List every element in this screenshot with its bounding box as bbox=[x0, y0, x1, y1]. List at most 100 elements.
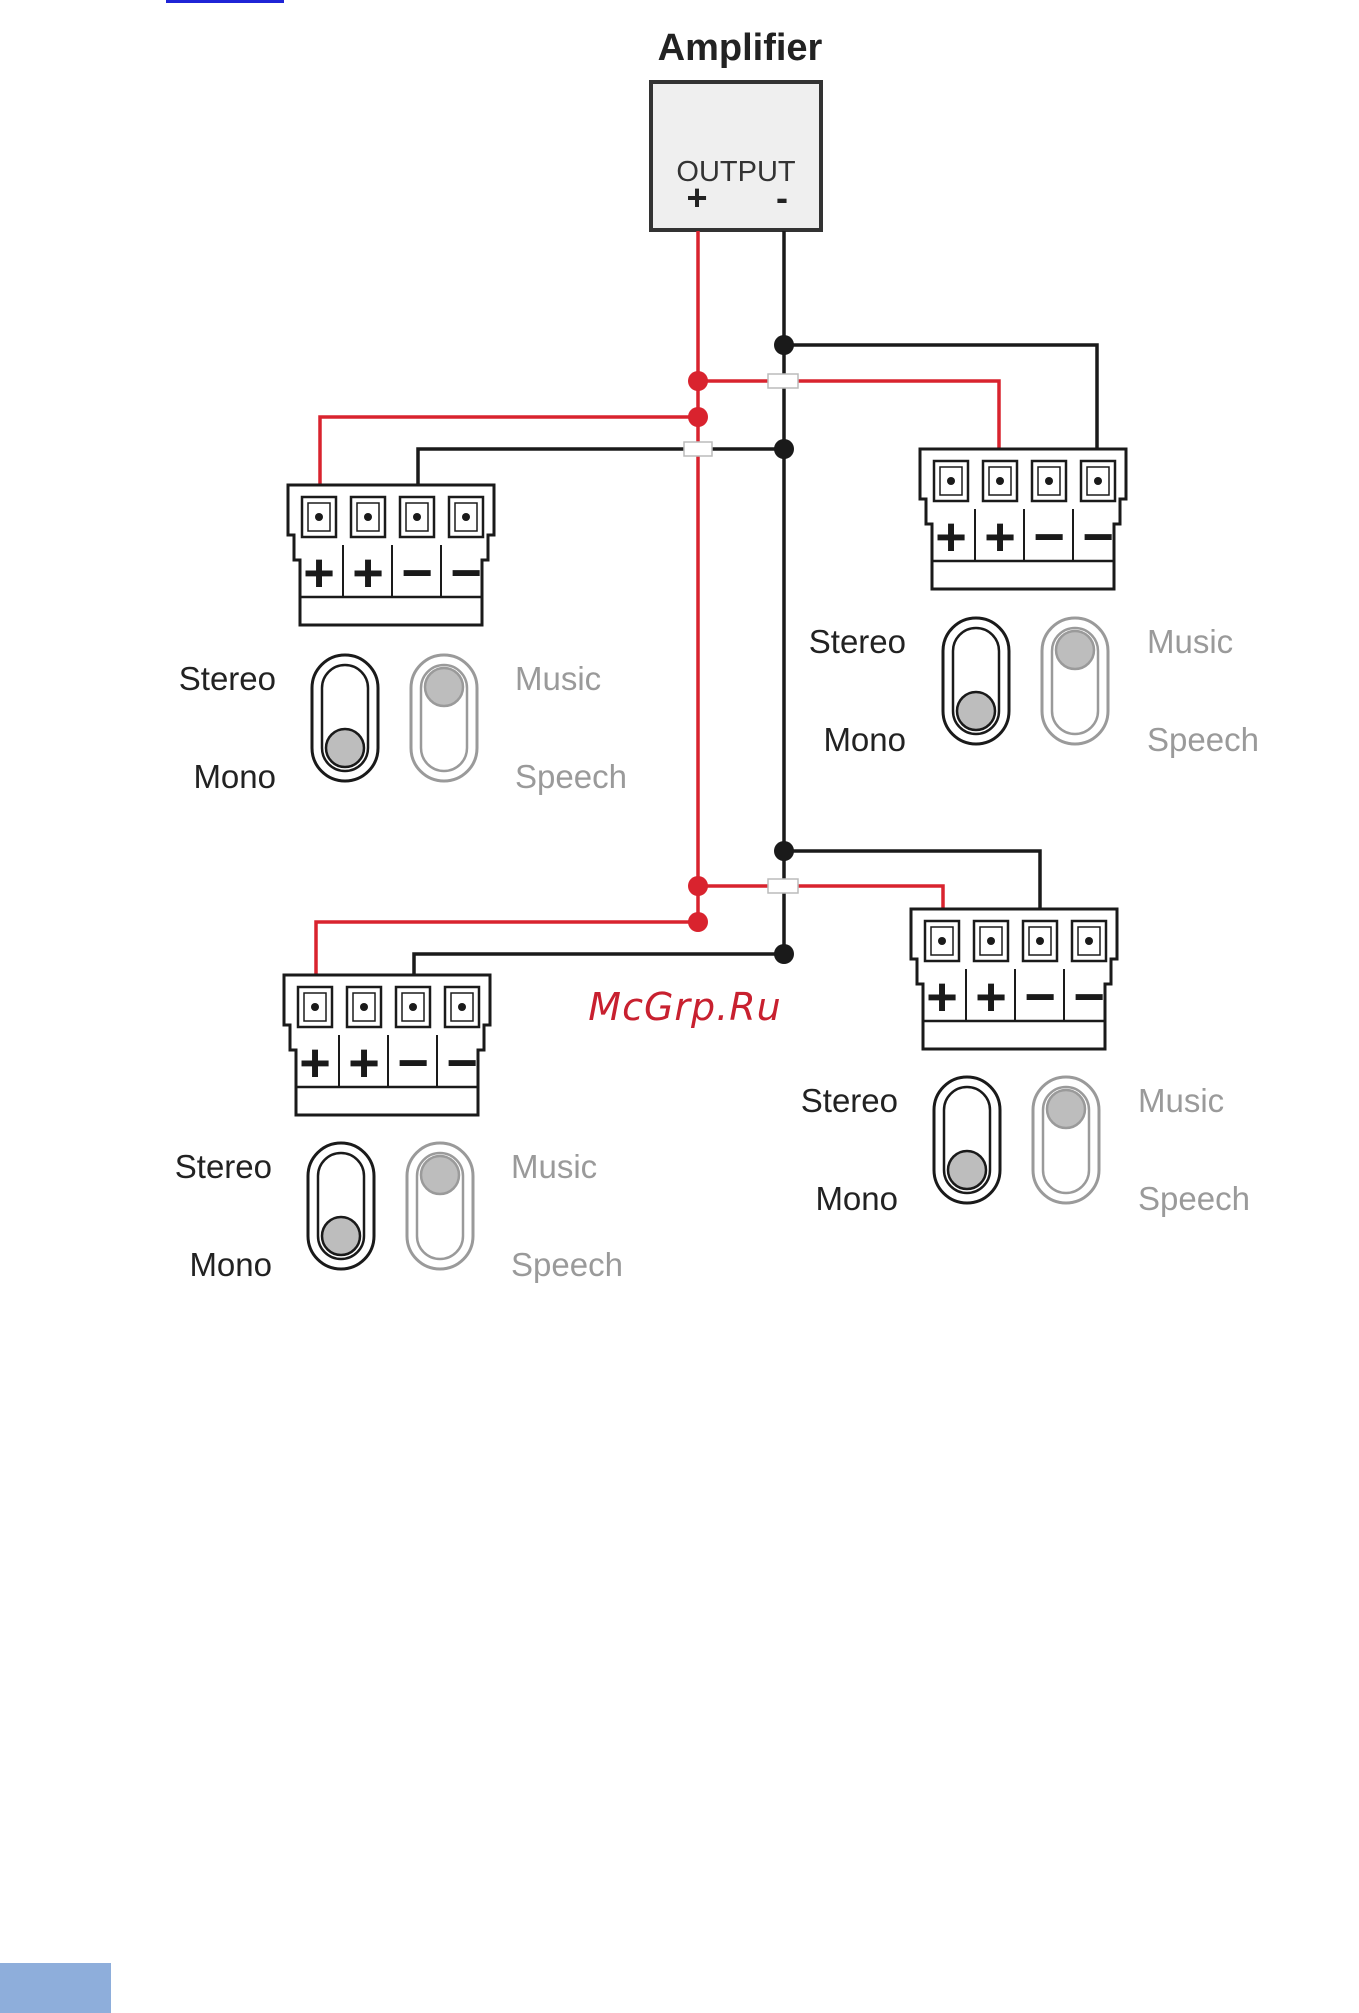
amplifier: Amplifier OUTPUT + - bbox=[651, 27, 823, 230]
terminal-polarity-label: + bbox=[299, 1033, 331, 1093]
terminal-polarity-label: + bbox=[352, 543, 384, 603]
music-speech-switch[interactable] bbox=[1033, 1077, 1099, 1203]
terminal-polarity-label: − bbox=[401, 543, 433, 603]
terminal-screw[interactable] bbox=[1081, 461, 1115, 501]
terminal-polarity-label: + bbox=[303, 543, 335, 603]
terminal-screw-dot bbox=[938, 937, 946, 945]
positive-junction-dot bbox=[688, 912, 708, 932]
terminal-screw[interactable] bbox=[1032, 461, 1066, 501]
mono-label: Mono bbox=[823, 721, 906, 758]
output-plus-label: + bbox=[686, 177, 707, 218]
speech-label: Speech bbox=[515, 758, 627, 795]
terminal-screw[interactable] bbox=[934, 461, 968, 501]
switch-knob bbox=[1056, 631, 1094, 669]
switch-knob bbox=[322, 1217, 360, 1255]
terminal-polarity-label: + bbox=[935, 507, 967, 567]
terminal-screw-dot bbox=[462, 513, 470, 521]
terminal-screw-dot bbox=[1036, 937, 1044, 945]
music-label: Music bbox=[1138, 1082, 1224, 1119]
terminal-screw[interactable] bbox=[396, 987, 430, 1027]
mono-label: Mono bbox=[193, 758, 276, 795]
positive-junction-dot bbox=[688, 407, 708, 427]
negative-junction-dot bbox=[774, 841, 794, 861]
terminal-polarity-label: + bbox=[348, 1033, 380, 1093]
speech-label: Speech bbox=[1147, 721, 1259, 758]
stereo-label: Stereo bbox=[175, 1148, 272, 1185]
stereo-label: Stereo bbox=[179, 660, 276, 697]
terminal-screw-dot bbox=[1085, 937, 1093, 945]
terminal-polarity-label: + bbox=[984, 507, 1016, 567]
terminal-polarity-label: − bbox=[1082, 507, 1114, 567]
music-label: Music bbox=[511, 1148, 597, 1185]
terminal-polarity-label: − bbox=[446, 1033, 478, 1093]
terminal-polarity-label: + bbox=[926, 967, 958, 1027]
terminal-screw[interactable] bbox=[1072, 921, 1106, 961]
terminal-screw-dot bbox=[987, 937, 995, 945]
switch-knob bbox=[326, 729, 364, 767]
crossover-bridge bbox=[684, 442, 712, 456]
switch-knob bbox=[425, 668, 463, 706]
terminal-polarity-label: − bbox=[397, 1033, 429, 1093]
terminal-polarity-label: − bbox=[450, 543, 482, 603]
switch-knob bbox=[1047, 1090, 1085, 1128]
terminal-polarity-label: − bbox=[1024, 967, 1056, 1027]
music-speech-switch[interactable] bbox=[407, 1143, 473, 1269]
negative-junction-dot bbox=[774, 944, 794, 964]
terminal-screw-dot bbox=[996, 477, 1004, 485]
terminal-screw-dot bbox=[947, 477, 955, 485]
positive-junction-dot bbox=[688, 876, 708, 896]
terminal-polarity-label: − bbox=[1073, 967, 1105, 1027]
stereo-mono-switch[interactable] bbox=[934, 1077, 1000, 1203]
terminal-screw-dot bbox=[1094, 477, 1102, 485]
positive-junction-dot bbox=[688, 371, 708, 391]
terminal-screw[interactable] bbox=[983, 461, 1017, 501]
terminal-polarity-label: − bbox=[1033, 507, 1065, 567]
terminal-screw-dot bbox=[360, 1003, 368, 1011]
terminal-screw[interactable] bbox=[400, 497, 434, 537]
terminal-screw-dot bbox=[311, 1003, 319, 1011]
music-label: Music bbox=[515, 660, 601, 697]
music-label: Music bbox=[1147, 623, 1233, 660]
stereo-mono-switch[interactable] bbox=[943, 618, 1009, 744]
terminal-screw-dot bbox=[458, 1003, 466, 1011]
watermark-text: McGrp.Ru bbox=[588, 985, 781, 1029]
terminal-polarity-label: + bbox=[975, 967, 1007, 1027]
negative-junction-dot bbox=[774, 439, 794, 459]
terminal-screw-dot bbox=[409, 1003, 417, 1011]
terminal-screw[interactable] bbox=[1023, 921, 1057, 961]
terminal-screw[interactable] bbox=[445, 987, 479, 1027]
junctions bbox=[688, 335, 794, 964]
music-speech-switch[interactable] bbox=[1042, 618, 1108, 744]
terminal-screw[interactable] bbox=[298, 987, 332, 1027]
terminal-screw[interactable] bbox=[449, 497, 483, 537]
music-speech-switch[interactable] bbox=[411, 655, 477, 781]
terminal-screw-dot bbox=[413, 513, 421, 521]
page-corner-tab bbox=[0, 1963, 111, 2013]
stereo-mono-switch[interactable] bbox=[312, 655, 378, 781]
speech-label: Speech bbox=[511, 1246, 623, 1283]
speaker-4-positive-wire bbox=[698, 886, 943, 945]
switch-knob bbox=[948, 1151, 986, 1189]
terminal-screw[interactable] bbox=[974, 921, 1008, 961]
stereo-label: Stereo bbox=[801, 1082, 898, 1119]
speakers: ++−−StereoMonoMusicSpeech++−−StereoMonoM… bbox=[175, 449, 1259, 1283]
stereo-mono-switch[interactable] bbox=[308, 1143, 374, 1269]
crossover-bridge bbox=[768, 879, 798, 893]
terminal-screw[interactable] bbox=[347, 987, 381, 1027]
terminal-screw[interactable] bbox=[302, 497, 336, 537]
terminal-screw-dot bbox=[315, 513, 323, 521]
amplifier-title: Amplifier bbox=[658, 27, 823, 69]
terminal-screw-dot bbox=[1045, 477, 1053, 485]
speech-label: Speech bbox=[1138, 1180, 1250, 1217]
terminal-screw-dot bbox=[364, 513, 372, 521]
mono-label: Mono bbox=[189, 1246, 272, 1283]
output-minus-label: - bbox=[776, 177, 788, 218]
crossover-bridge bbox=[768, 374, 798, 388]
stereo-label: Stereo bbox=[809, 623, 906, 660]
switch-knob bbox=[957, 692, 995, 730]
terminal-screw[interactable] bbox=[925, 921, 959, 961]
terminal-screw[interactable] bbox=[351, 497, 385, 537]
